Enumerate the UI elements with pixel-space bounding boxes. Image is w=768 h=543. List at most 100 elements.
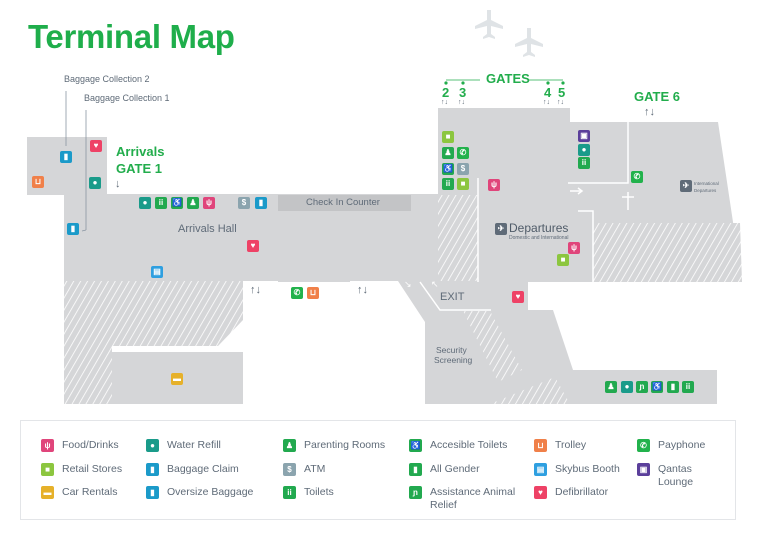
security-label-1: Security (436, 345, 467, 355)
legend-item-trolley: ⊔ Trolley (534, 439, 650, 452)
gate-4-label: 4 (544, 85, 552, 100)
legend-item-toilets: ii Toilets (283, 486, 399, 499)
gate-1-label: GATE 1 (116, 161, 162, 176)
food-icon: ψ (203, 197, 215, 209)
legend-label: Defibrillator (555, 486, 609, 498)
restricted-areas (64, 195, 742, 404)
international-departures-plane-icon: ✈ (680, 180, 692, 192)
escalator-arrows-icon: ↑↓ (458, 99, 465, 106)
legend-label: Accesible Toilets (430, 439, 508, 451)
terminal-floor-plan (27, 10, 742, 404)
water-icon: ● (621, 381, 633, 393)
check-in-counter-block (278, 195, 411, 211)
legend-item-skybus: ▤Skybus Booth (534, 463, 650, 476)
water-icon: ● (146, 439, 159, 452)
trolley-icon: ⊔ (534, 439, 547, 452)
atm-icon: $ (457, 163, 469, 175)
legend-item-qantas: ▣ Qantas Lounge (637, 463, 713, 489)
legend-label: Qantas Lounge (658, 463, 694, 488)
food-icon: ψ (488, 179, 500, 191)
defib-icon: ♥ (247, 240, 259, 252)
baggage-icon: ▮ (67, 223, 79, 235)
food-icon: ψ (568, 242, 580, 254)
airplane-watermark-icon (475, 10, 543, 57)
accessible-icon: ♿ (171, 197, 183, 209)
escalator-arrows-icon: ↑↓ (557, 99, 564, 106)
gates-label: GATES (486, 71, 530, 86)
car-icon: ▬ (41, 486, 54, 499)
allgender-icon: ▮ (409, 463, 422, 476)
legend-label: Skybus Booth (555, 463, 620, 475)
legend-item-retail: ■Retail Stores (41, 463, 157, 476)
legend-label: Oversize Baggage (167, 486, 254, 498)
oversize-icon: ▮ (255, 197, 267, 209)
payphone-icon: ✆ (637, 439, 650, 452)
animal-icon: ɲ (636, 381, 648, 393)
accessible-icon: ♿ (651, 381, 663, 393)
international-departures-label-2: Departures (694, 188, 717, 193)
legend: ψ Food/Drinks ■Retail Stores ▬ Car Rentals ● W… (20, 420, 736, 520)
legend-item-atm: $ATM (283, 463, 399, 476)
defib-icon: ♥ (512, 291, 524, 303)
legend-item-payphone: ✆ Payphone (637, 439, 753, 452)
gate-6-label: GATE 6 (634, 89, 680, 104)
legend-label: Toilets (304, 486, 334, 498)
accessible-icon: ♿ (442, 163, 454, 175)
retail-icon: ■ (442, 131, 454, 143)
arrow-icon: ↘ (404, 279, 412, 289)
legend-label: Car Rentals (62, 486, 118, 498)
baggage-icon: ▮ (60, 151, 72, 163)
escalator-arrows-icon: ↑↓ (357, 284, 368, 296)
gate-3-label: 3 (459, 85, 467, 100)
inner-walls (419, 122, 634, 311)
legend-label: Parenting Rooms (304, 439, 386, 451)
animal-icon: ɲ (409, 486, 422, 499)
defib-icon: ♥ (534, 486, 547, 499)
payphone-icon: ✆ (291, 287, 303, 299)
parenting-icon: ♟ (187, 197, 199, 209)
legend-item-parenting: ♟ Parenting Rooms (283, 439, 399, 452)
payphone-icon: ✆ (631, 171, 643, 183)
water-icon: ● (139, 197, 151, 209)
legend-label: Food/Drinks (62, 439, 119, 451)
parenting-icon: ♟ (605, 381, 617, 393)
arrow-icon: ↖ (431, 279, 439, 289)
legend-item-accessible: ♿ Accesible Toilets (409, 439, 525, 452)
parenting-icon: ♟ (283, 439, 296, 452)
retail-icon: ■ (557, 254, 569, 266)
qantas-icon: ▣ (578, 130, 590, 142)
toilets-icon: ii (578, 157, 590, 169)
escalator-arrows-icon: ↑↓ (644, 106, 655, 118)
legend-label: Baggage Claim (167, 463, 239, 475)
payphone-icon: ✆ (457, 147, 469, 159)
accessible-icon: ♿ (409, 439, 422, 452)
water-icon: ● (89, 177, 101, 189)
legend-item-water: ● Water Refill (146, 439, 262, 452)
page-title: Terminal Map (28, 18, 235, 55)
baggage-icon: ▮ (146, 463, 159, 476)
car-icon: ▬ (171, 373, 183, 385)
legend-label: Trolley (555, 439, 587, 451)
atm-icon: $ (283, 463, 296, 476)
arrivals-hall-label: Arrivals Hall (178, 223, 237, 235)
departures-subtitle: Domestic and International (509, 235, 569, 241)
legend-item-allgender: ▮ All Gender (409, 463, 525, 476)
down-arrow-icon: ↓ (115, 178, 121, 190)
toilets-icon: ii (283, 486, 296, 499)
departures-plane-icon: ✈ (495, 223, 507, 235)
callout-lines (65, 91, 87, 232)
defib-icon: ♥ (90, 140, 102, 152)
water-icon: ● (578, 144, 590, 156)
atm-icon: $ (238, 197, 250, 209)
escalator-arrows-icon: ↑↓ (543, 99, 550, 106)
legend-label: Water Refill (167, 439, 221, 451)
qantas-icon: ▣ (637, 463, 650, 476)
legend-label: Retail Stores (62, 463, 123, 475)
legend-label: All Gender (430, 463, 480, 475)
toilets-icon: ii (155, 197, 167, 209)
departures-label: Departures (509, 221, 569, 235)
food-icon: ψ (41, 439, 54, 452)
legend-label: Payphone (658, 439, 706, 451)
legend-item-defib: ♥ Defibrillator (534, 486, 650, 499)
